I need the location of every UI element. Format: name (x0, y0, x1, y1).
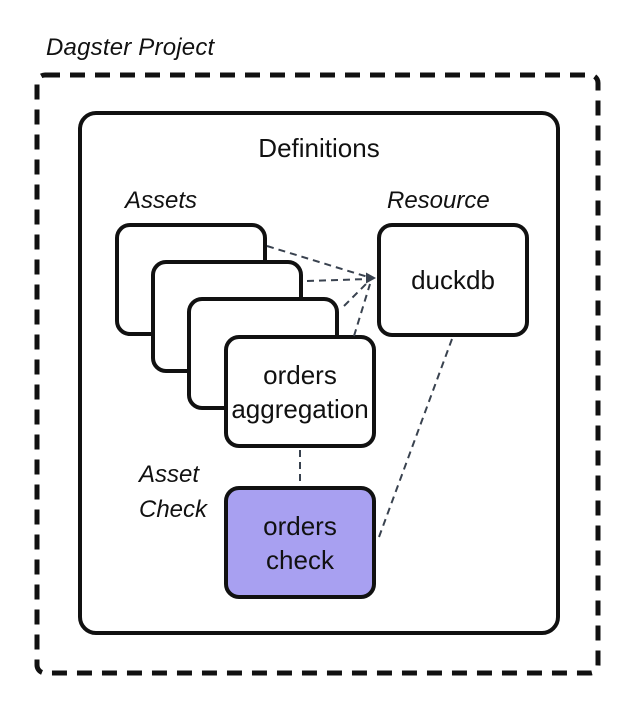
assets-group-label: Assets (125, 187, 198, 214)
asset-check-label-line1: Asset (139, 461, 200, 488)
duckdb-resource-node: duckdb (377, 223, 529, 337)
orders-check-node: orders check (224, 486, 376, 599)
orders-check-label-line2: check (266, 544, 334, 575)
definitions-label: Definitions (258, 133, 380, 163)
orders-aggregation-node: orders aggregation (224, 335, 376, 448)
duckdb-label: duckdb (411, 265, 495, 295)
asset-check-group-label: Asset Check (139, 457, 207, 527)
orders-aggregation-label-line1: orders (263, 359, 337, 390)
orders-aggregation-label-line2: aggregation (231, 393, 369, 424)
orders-check-label-line1: orders (263, 510, 337, 541)
resource-group-label: Resource (387, 187, 490, 214)
project-title: Dagster Project (46, 34, 215, 61)
asset-check-label-line2: Check (139, 496, 208, 523)
